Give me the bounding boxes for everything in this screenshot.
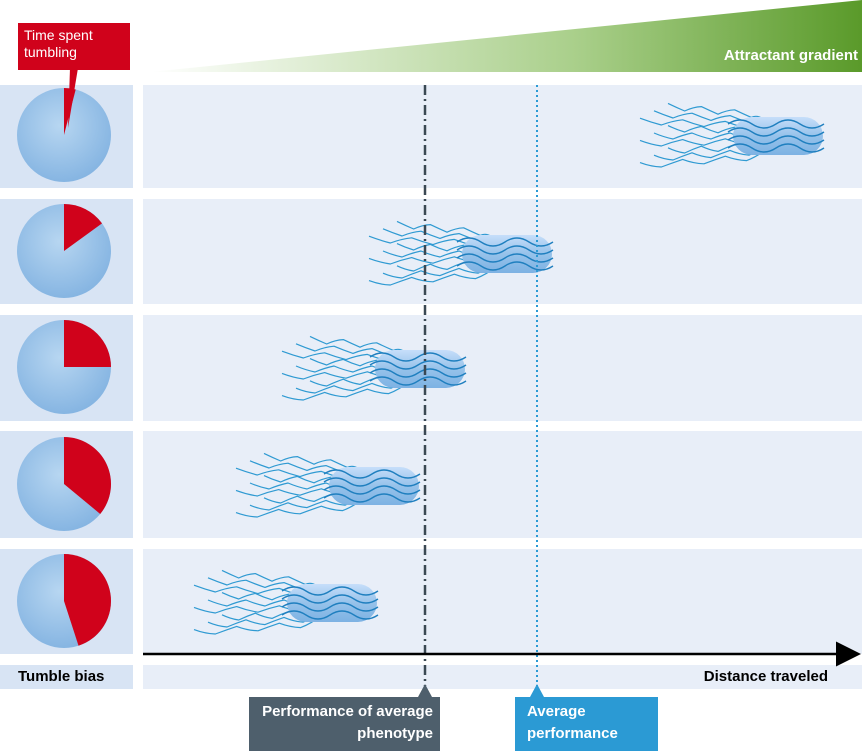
bacterium xyxy=(193,569,379,635)
average-performance-pointer xyxy=(530,684,544,697)
time-spent-tumbling-box: Time spent tumbling xyxy=(18,23,130,70)
distance-traveled-label: Distance traveled xyxy=(703,668,828,685)
row-backgrounds xyxy=(0,85,862,689)
flagellum xyxy=(235,497,365,518)
tumble-pie-slice xyxy=(64,554,111,646)
flagellum-overlay xyxy=(456,245,554,255)
flagellum-overlay xyxy=(281,610,379,620)
tumbling-pointer xyxy=(68,68,78,128)
flagellum xyxy=(207,611,323,628)
tumble-pies xyxy=(17,88,112,648)
flagellum-overlay xyxy=(369,368,467,378)
flagellum-overlay xyxy=(727,135,825,145)
flagellum-overlay xyxy=(323,493,421,503)
bacterium xyxy=(639,102,825,168)
flagellum-overlay xyxy=(281,586,379,596)
flagellum xyxy=(653,144,769,161)
average-phenotype-text: Performance of average phenotype xyxy=(262,703,433,742)
tumble-pie-slice xyxy=(64,437,112,514)
tumble-pie-slice xyxy=(64,204,103,251)
bacteria-group xyxy=(193,102,825,635)
flagellum xyxy=(193,614,323,635)
flagellum xyxy=(281,380,411,401)
tumble-pie-slice xyxy=(64,320,111,367)
flagellum xyxy=(382,262,498,279)
bacterium xyxy=(235,452,421,518)
flagellum-overlay xyxy=(323,485,421,495)
flagellum-overlay xyxy=(369,352,467,362)
average-phenotype-callout: Performance of average phenotype xyxy=(249,697,440,751)
average-performance-callout: Average performance xyxy=(515,697,658,751)
flagellum xyxy=(639,147,769,168)
flagellum-overlay xyxy=(456,261,554,271)
flagellum-overlay xyxy=(281,602,379,612)
bacterium xyxy=(368,220,554,286)
tumble-bias-label: Tumble bias xyxy=(18,668,105,685)
flagellum-overlay xyxy=(323,469,421,479)
average-performance-text: Average performance xyxy=(527,703,618,742)
time-spent-tumbling-label: Time spent tumbling xyxy=(24,27,93,60)
flagellum xyxy=(368,265,498,286)
bacterium xyxy=(281,335,467,401)
attractant-gradient-label: Attractant gradient xyxy=(723,47,858,64)
flagellum xyxy=(295,377,411,394)
flagellum-overlay xyxy=(323,477,421,487)
flagellum-overlay xyxy=(727,127,825,137)
flagellum-overlay xyxy=(727,119,825,129)
attractant-gradient-wedge xyxy=(150,0,862,72)
flagellum-overlay xyxy=(369,376,467,386)
average-phenotype-pointer xyxy=(418,684,432,697)
flagellum xyxy=(249,494,365,511)
flagellum-overlay xyxy=(281,594,379,604)
flagellum-overlay xyxy=(727,143,825,153)
flagellum-overlay xyxy=(369,360,467,370)
